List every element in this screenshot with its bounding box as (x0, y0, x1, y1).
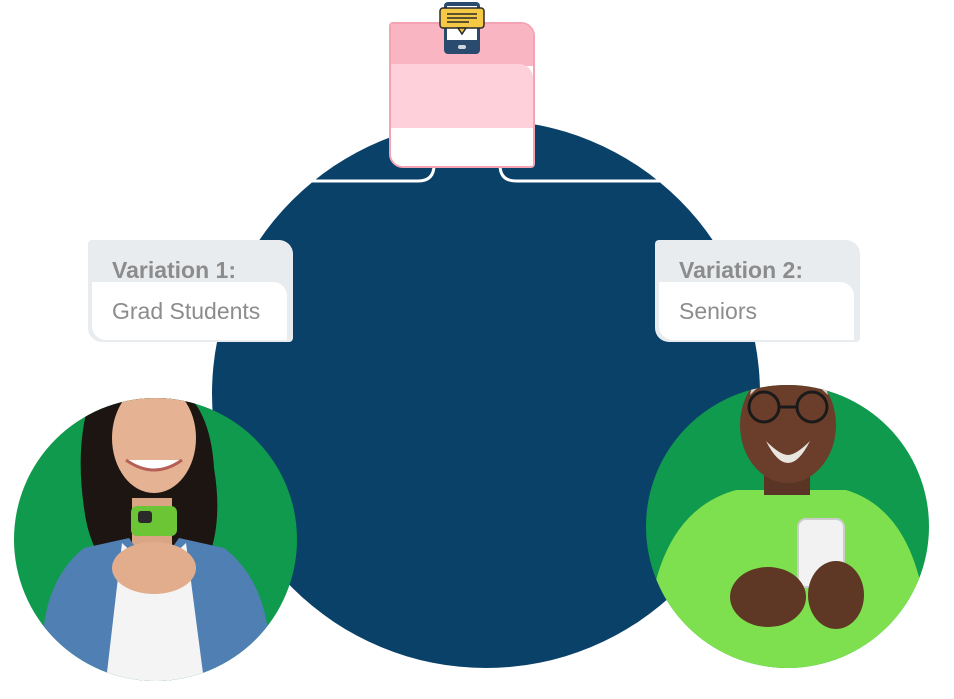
variation-2-heading: Variation 2: (679, 257, 803, 283)
grad-student-photo (14, 398, 297, 681)
message-card (389, 22, 535, 168)
senior-photo (646, 385, 929, 668)
phone-message-icon (439, 2, 485, 54)
variation-1-heading: Variation 1: (112, 257, 236, 283)
variation-1-audience: Grad Students (112, 298, 261, 324)
variation-1-card: Variation 1: Grad Students (88, 240, 293, 342)
variation-2-card: Variation 2: Seniors (655, 240, 860, 342)
variation-2-audience: Seniors (679, 298, 757, 324)
